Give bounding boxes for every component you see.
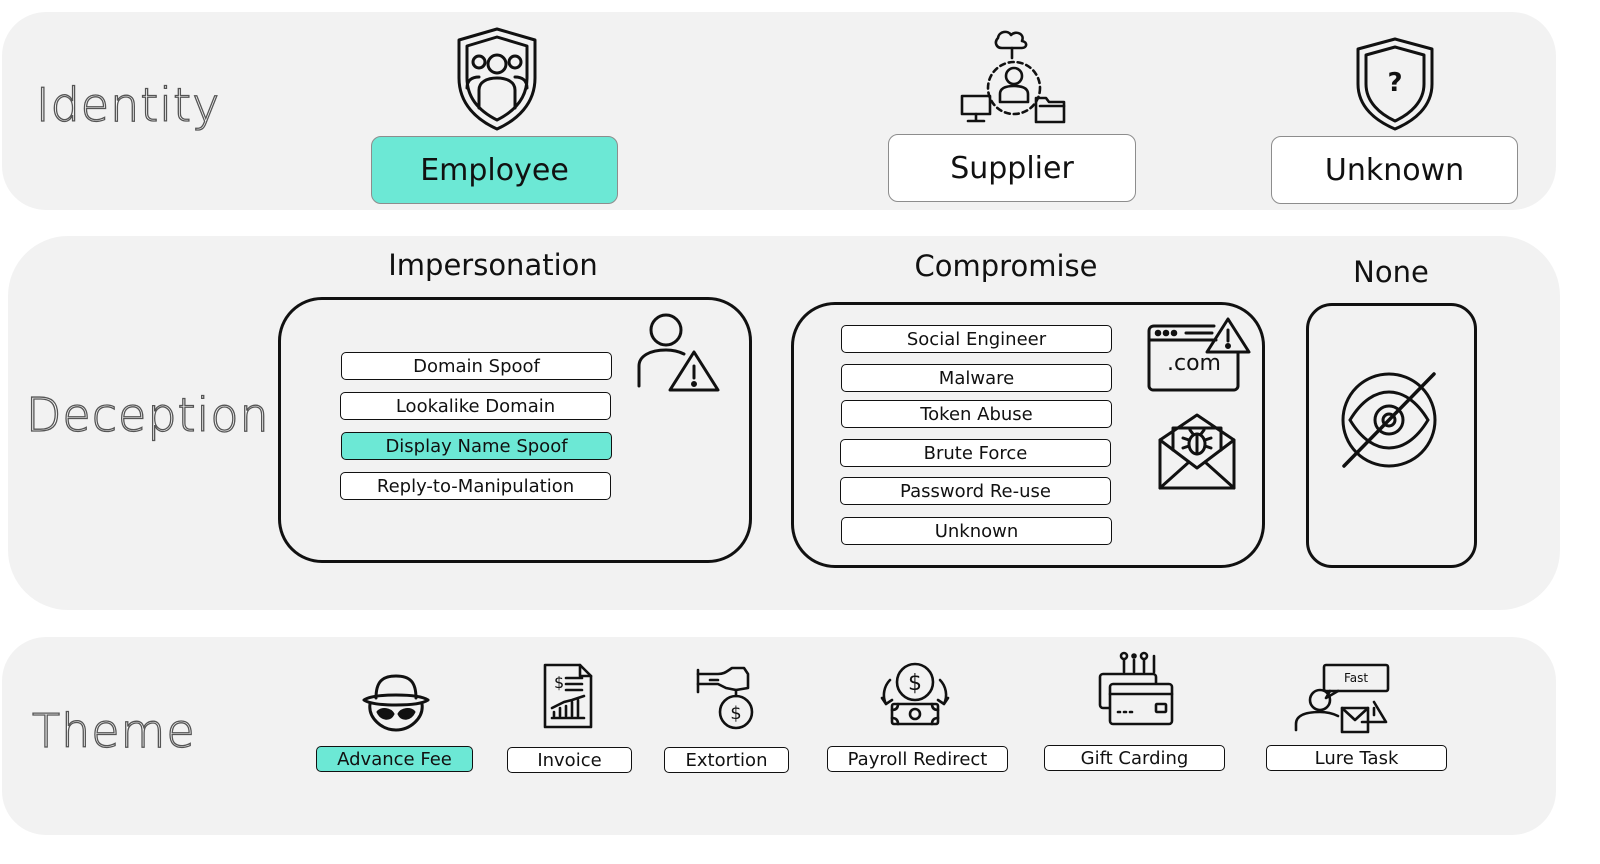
compromise-item[interactable]: Social Engineer [841,325,1112,353]
svg-text:$: $ [554,673,564,692]
impersonation-item[interactable]: Reply-to-Manipulation [340,472,611,500]
unknown-glyph: ? [1387,68,1402,98]
envelope-bug-icon [1157,412,1237,492]
none-title: None [1353,255,1429,289]
compromise-item[interactable]: Unknown [841,517,1112,545]
identity-employee-box[interactable]: Employee [371,136,618,204]
compromise-item[interactable]: Malware [841,364,1112,392]
theme-band [2,637,1556,835]
identity-supplier-box[interactable]: Supplier [888,134,1136,202]
payroll-icon: $ [876,660,954,728]
svg-text:$: $ [730,703,741,724]
impersonation-item[interactable]: Lookalike Domain [340,392,611,420]
compromise-item[interactable]: Token Abuse [841,400,1112,428]
impersonation-item[interactable]: Domain Spoof [341,352,612,380]
lure-icon-text: Fast [1344,671,1368,685]
browser-warning-icon: .com [1146,316,1252,392]
eye-slash-icon [1338,370,1440,470]
identity-employee-label: Employee [420,152,569,188]
compromise-item[interactable]: Brute Force [840,439,1111,467]
person-warning-icon [636,312,722,394]
spy-icon [362,674,430,732]
impersonation-item[interactable]: Display Name Spoof [341,432,612,460]
shield-group-icon [455,26,539,132]
compromise-title: Compromise [914,249,1098,283]
identity-unknown-label: Unknown [1324,152,1465,188]
identity-supplier-label: Supplier [950,150,1074,186]
theme-item[interactable]: Gift Carding [1044,745,1225,771]
impersonation-title: Impersonation [388,248,598,282]
compromise-item[interactable]: Password Re-use [840,477,1111,505]
theme-item[interactable]: Invoice [507,747,632,773]
identity-row-label: Identity [35,77,221,132]
gift-card-icon [1098,650,1174,730]
network-person-icon [958,26,1070,128]
theme-row-label: Theme [31,703,196,758]
svg-text:$: $ [908,671,922,696]
web-icon-text: .com [1167,351,1221,376]
invoice-icon: $ [542,662,594,730]
theme-item[interactable]: Extortion [664,747,789,773]
theme-item[interactable]: Lure Task [1266,745,1447,771]
theme-item[interactable]: Advance Fee [316,746,473,772]
extortion-icon: $ [696,662,756,732]
lure-task-icon: Fast [1294,662,1392,734]
impersonation-panel [278,297,752,563]
shield-question-icon: ? [1354,36,1436,132]
deception-band [8,236,1560,610]
theme-item[interactable]: Payroll Redirect [827,746,1008,772]
none-panel [1306,303,1477,568]
deception-row-label: Deception [25,387,270,442]
identity-unknown-box[interactable]: Unknown [1271,136,1518,204]
